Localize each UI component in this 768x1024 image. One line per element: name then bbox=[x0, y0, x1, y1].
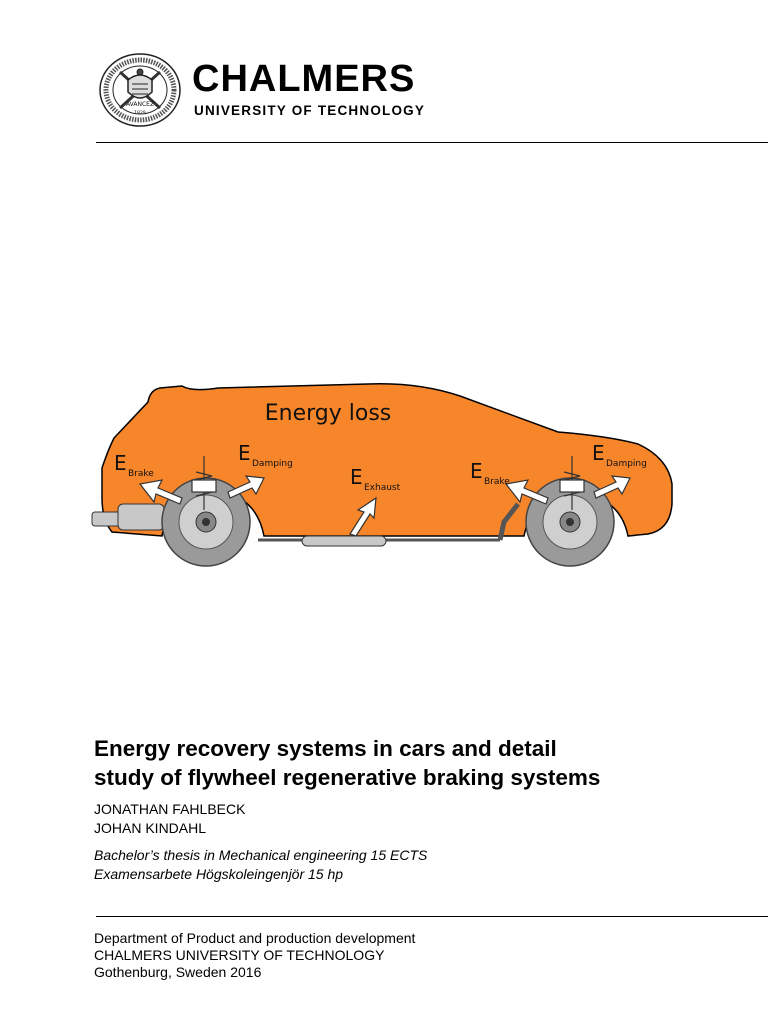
seal-year: 1829 bbox=[134, 110, 146, 116]
department-name: Department of Product and production dev… bbox=[94, 930, 416, 946]
institution-wordmark: CHALMERS bbox=[192, 58, 416, 100]
author-name: JOHAN KINDAHL bbox=[94, 820, 207, 836]
university-name: CHALMERS UNIVERSITY OF TECHNOLOGY bbox=[94, 947, 385, 963]
rear-wheel bbox=[161, 477, 251, 567]
rear-damping-symbol: E bbox=[238, 441, 251, 465]
exhaust-subscript: Exhaust bbox=[364, 483, 401, 493]
thesis-type: Bachelor’s thesis in Mechanical engineer… bbox=[94, 846, 427, 884]
front-damping-arrow-icon bbox=[593, 475, 631, 499]
thesis-title-line: study of flywheel regenerative braking s… bbox=[94, 765, 601, 790]
footer-address: Department of Product and production dev… bbox=[94, 930, 415, 981]
energy-loss-car-figure: Energy loss E Brake E Damping E Exhaust … bbox=[91, 383, 673, 567]
rear-brake-subscript: Brake bbox=[128, 469, 154, 479]
rear-suspension bbox=[191, 456, 217, 510]
rear-damping-arrow-icon bbox=[227, 475, 265, 499]
exhaust-arrow-icon bbox=[349, 496, 377, 537]
chalmers-seal-logo: AVANCEZ 1829 bbox=[99, 53, 181, 127]
thesis-type-line: Examensarbete Högskoleingenjör 15 hp bbox=[94, 866, 344, 882]
rear-brake-symbol: E bbox=[114, 451, 127, 475]
author-list: JONATHAN FAHLBECK JOHAN KINDAHL bbox=[94, 800, 245, 838]
author-name: JONATHAN FAHLBECK bbox=[94, 801, 246, 817]
front-brake-symbol: E bbox=[470, 459, 483, 483]
footer-divider bbox=[96, 916, 768, 917]
rear-brake-arrow-icon bbox=[138, 479, 183, 505]
thesis-type-line: Bachelor’s thesis in Mechanical engineer… bbox=[94, 847, 428, 863]
thesis-title: Energy recovery systems in cars and deta… bbox=[94, 734, 734, 792]
front-brake-subscript: Brake bbox=[484, 477, 510, 487]
front-suspension bbox=[559, 456, 585, 510]
institution-subtitle: UNIVERSITY OF TECHNOLOGY bbox=[194, 103, 426, 118]
exhaust-symbol: E bbox=[350, 465, 363, 489]
front-damping-subscript: Damping bbox=[606, 459, 647, 469]
location-year: Gothenburg, Sweden 2016 bbox=[94, 964, 262, 980]
thesis-title-line: Energy recovery systems in cars and deta… bbox=[94, 736, 557, 761]
front-damping-symbol: E bbox=[592, 441, 605, 465]
seal-motto: AVANCEZ bbox=[126, 101, 154, 108]
header-divider bbox=[96, 142, 768, 143]
rear-damping-subscript: Damping bbox=[252, 459, 293, 469]
exhaust-pipe bbox=[258, 502, 520, 547]
front-brake-arrow-icon bbox=[504, 479, 549, 505]
energy-loss-title: Energy loss bbox=[265, 401, 392, 426]
